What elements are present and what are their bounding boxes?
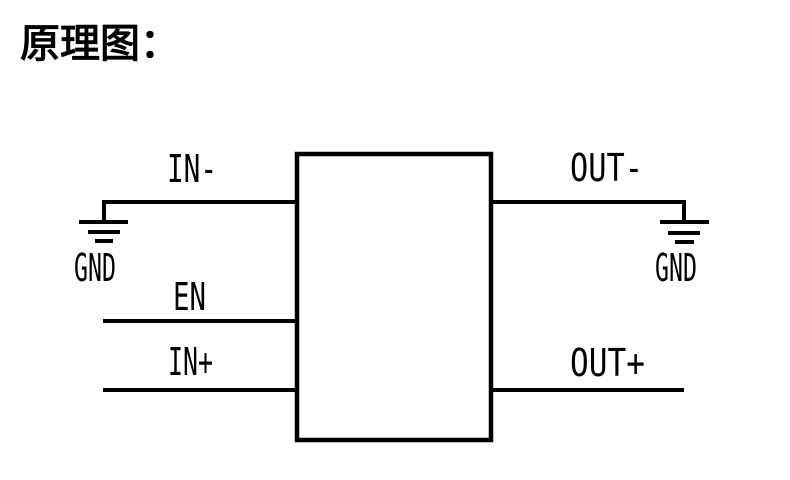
pin-label-out-minus: OUT- — [570, 146, 643, 190]
pin-label-en: EN — [173, 275, 206, 319]
pin-label-out-plus: OUT+ — [570, 341, 645, 385]
pin-label-in-minus: IN- — [167, 147, 217, 191]
ground-label-right: GND — [655, 246, 697, 290]
pin-label-in-plus: IN+ — [168, 340, 213, 384]
page-title: 原理图： — [20, 21, 180, 67]
in-minus-wire — [102, 200, 298, 222]
module-box — [294, 151, 494, 443]
ground-symbol-left — [79, 220, 128, 243]
ground-symbol-right — [660, 220, 709, 244]
ground-label-left: GND — [74, 246, 116, 290]
out-minus-wire — [490, 200, 686, 222]
